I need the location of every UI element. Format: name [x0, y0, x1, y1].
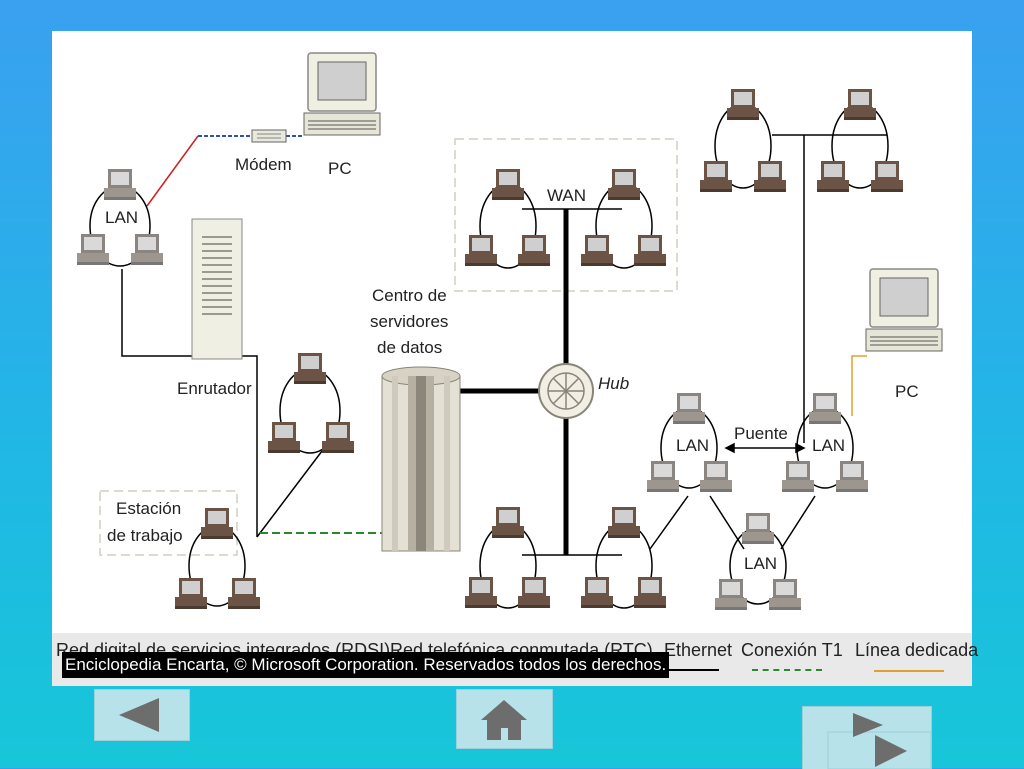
- hub-label: Hub: [598, 374, 629, 393]
- back-button[interactable]: [94, 689, 190, 741]
- lan-label-bottom: LAN: [744, 554, 777, 573]
- datacenter-label-2: servidores: [370, 312, 448, 331]
- ethernet-links: [121, 134, 887, 550]
- home-icon: [481, 700, 527, 740]
- legend-dedicated-swatch: [874, 670, 944, 672]
- workstation-label-2: de trabajo: [107, 526, 183, 545]
- bridge-arrow: [724, 442, 806, 454]
- legend-ethernet: Ethernet: [664, 640, 733, 660]
- workstation-label-1: Estación: [116, 499, 181, 518]
- backbone: [459, 209, 569, 555]
- forward-button[interactable]: [802, 706, 932, 769]
- lan-label-right: LAN: [812, 436, 845, 455]
- pc-top-icon: [303, 52, 381, 136]
- lan-label-left: LAN: [676, 436, 709, 455]
- router-icon: [191, 218, 243, 360]
- legend-dedicated: Línea dedicada: [855, 640, 979, 660]
- router-label: Enrutador: [177, 379, 252, 398]
- diagram-panel: LAN Módem PC Enrutador Centro de servido…: [52, 31, 972, 686]
- modem-label: Módem: [235, 155, 292, 174]
- datacenter-label-3: de datos: [377, 338, 442, 357]
- back-arrow-icon: [119, 698, 159, 732]
- legend-ethernet-swatch: [664, 669, 719, 671]
- home-button[interactable]: [456, 689, 553, 749]
- workstation-box: [99, 490, 238, 556]
- datacenter-icon: [381, 366, 461, 552]
- legend-t1: Conexión T1: [741, 640, 843, 660]
- pc-label-right: PC: [895, 382, 919, 401]
- credit-text: Enciclopedia Encarta, © Microsoft Corpor…: [62, 652, 670, 678]
- hub-icon: [538, 363, 594, 419]
- bridge-label: Puente: [734, 424, 788, 443]
- datacenter-label-1: Centro de: [372, 286, 447, 305]
- pc-label-top: PC: [328, 159, 352, 178]
- legend-t1-swatch: [752, 669, 822, 671]
- pc-right-icon: [865, 268, 943, 352]
- wan-label: WAN: [547, 186, 586, 205]
- dedicated-link: [851, 355, 867, 416]
- lan-label-topleft: LAN: [105, 208, 138, 227]
- network-diagram: LAN Módem PC Enrutador Centro de servido…: [77, 52, 943, 610]
- forward-arrow-icon: [827, 713, 931, 769]
- isdn-link: [146, 135, 199, 207]
- modem-icon: [251, 129, 287, 143]
